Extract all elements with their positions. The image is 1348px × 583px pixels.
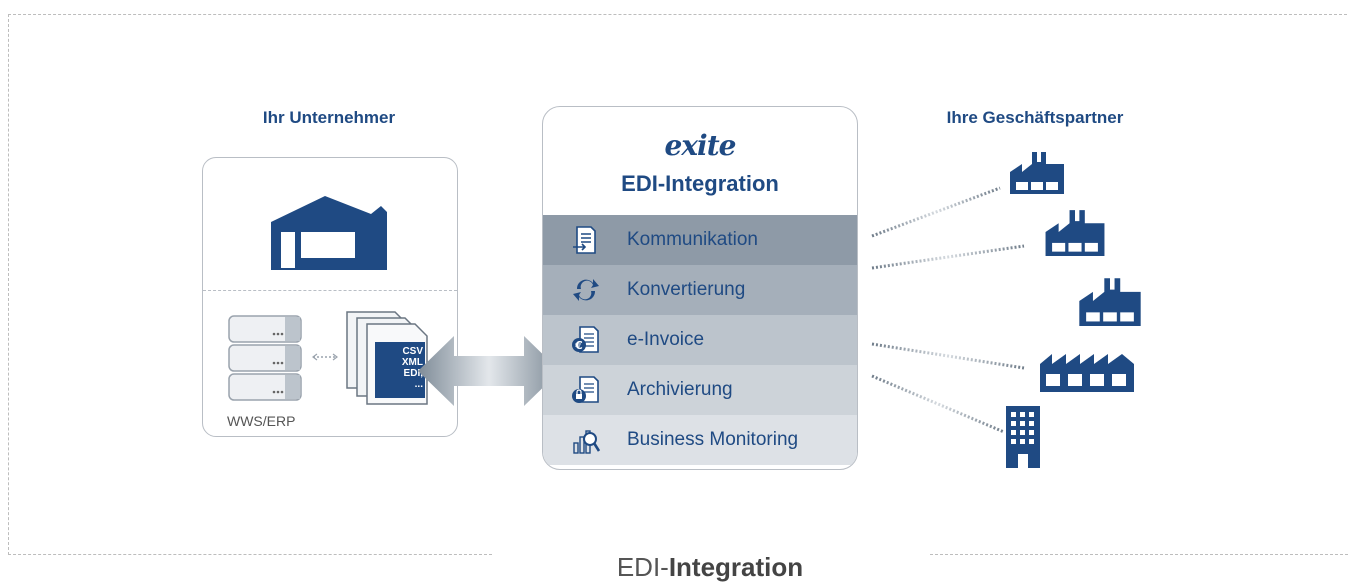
service-konvertierung: Konvertierung — [543, 265, 857, 315]
edi-integration-title: EDI-Integration — [621, 171, 779, 196]
format-csv: CSV — [402, 346, 423, 357]
service-business-monitoring: Business Monitoring — [543, 415, 857, 465]
archive-lock-icon — [572, 376, 599, 403]
service-label: Archivierung — [627, 379, 733, 400]
dotted-link-icon — [312, 353, 338, 361]
document-stack-icon — [346, 311, 428, 405]
server-stack-icon — [228, 315, 302, 401]
service-label: Business Monitoring — [627, 429, 799, 450]
format-list: CSV XML EDI, ... — [377, 346, 423, 390]
service-archivierung: Archivierung — [543, 365, 857, 415]
service-kommunikation: Kommunikation — [543, 215, 857, 265]
double-arrow-icon — [418, 336, 560, 406]
partner-plant-icon — [1040, 354, 1134, 392]
company-box: CSV XML EDI, ... WWS/ERP — [202, 157, 458, 437]
system-label: WWS/ERP — [227, 413, 296, 429]
format-more: ... — [414, 379, 423, 390]
partner-factory-icon — [1045, 210, 1105, 256]
company-divider — [203, 290, 457, 291]
convert-arrows-icon — [573, 279, 599, 301]
partner-factory-icon — [1010, 152, 1064, 194]
partner-factory-icon — [1079, 278, 1141, 326]
format-xml: XML — [401, 357, 423, 368]
euro-invoice-icon: € — [572, 326, 599, 353]
service-label: Kommunikation — [627, 229, 758, 250]
format-edi: EDI, — [403, 368, 423, 379]
service-e-invoice: € e-Invoice — [543, 315, 857, 365]
footer-rule-left — [8, 554, 492, 555]
warehouse-icon — [271, 196, 387, 270]
footer-title: EDI-Integration — [616, 552, 804, 582]
document-exchange-icon — [573, 226, 596, 254]
partner-connectors — [871, 186, 1034, 434]
partner-office-building-icon — [1006, 406, 1040, 468]
exite-logo: exite — [664, 129, 737, 162]
edi-integration-box: exite EDI-Integration Kommunikation Konv… — [542, 106, 858, 470]
company-heading: Ihr Unternehmer — [262, 108, 396, 127]
footer-rule-right — [930, 554, 1348, 555]
svg-text:€: € — [574, 339, 583, 352]
partners-heading: Ihre Geschäftspartner — [946, 108, 1124, 127]
diagram-frame — [8, 14, 1347, 555]
service-label: Konvertierung — [627, 279, 746, 300]
monitoring-chart-icon — [573, 430, 601, 454]
service-label: e-Invoice — [627, 329, 705, 350]
